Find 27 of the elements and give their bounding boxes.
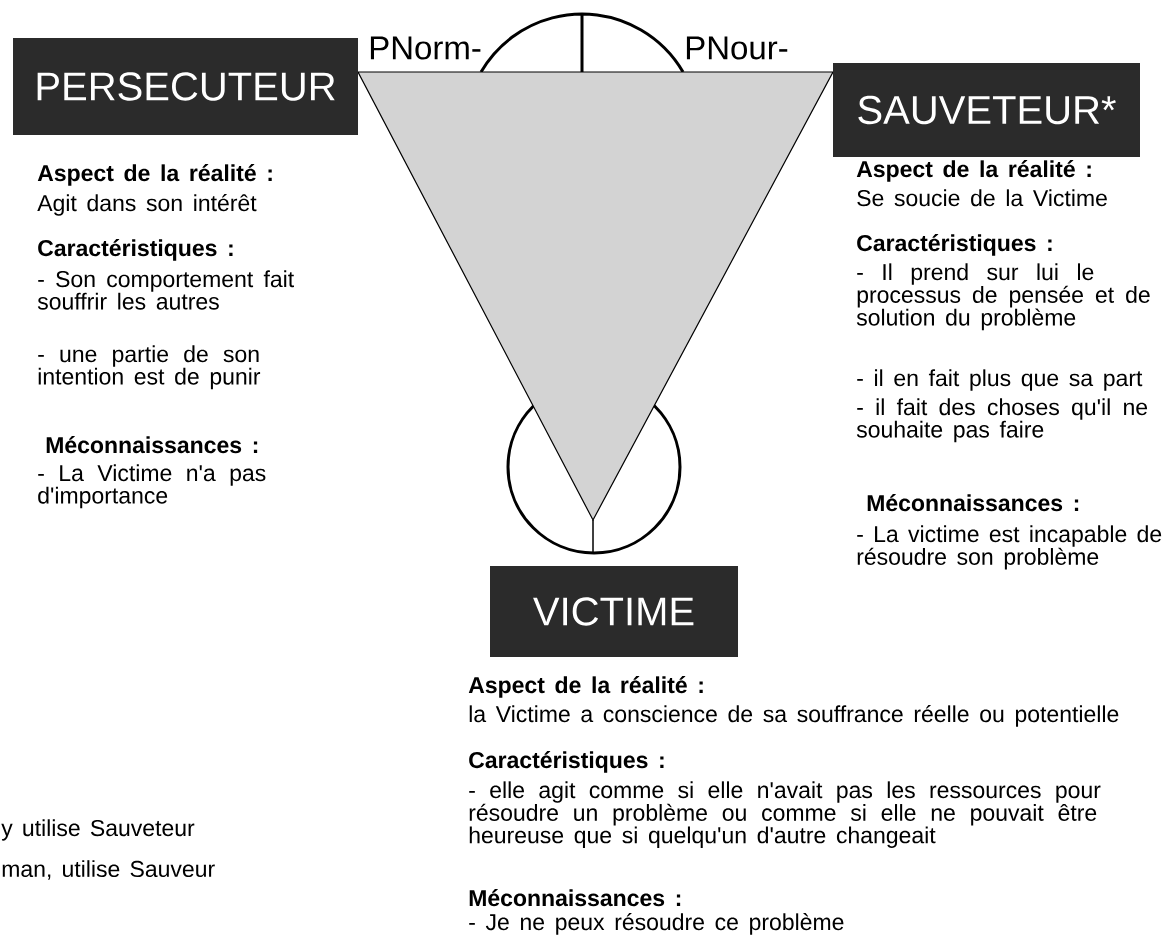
arc-label: PNour- (686, 36, 788, 60)
role-title-box: SAUVETEUR* (833, 63, 1140, 157)
description-text: - il fait des choses qu'il ne souhaite pas faire (856, 398, 1148, 443)
description-text: Se soucie de la Victime (857, 189, 1107, 207)
section-heading: Aspect de la réalité : (856, 160, 1091, 182)
description-text: Agit dans son intérêt (37, 194, 257, 216)
description-text: - une partie de son intention est de punir (38, 345, 261, 390)
description-text: - Il prend sur lui le processus de pensée et de solution du problème (856, 263, 1150, 331)
footnote-text: man, utilise Sauveur (2, 860, 215, 880)
section-heading: Méconnaissances : (46, 436, 258, 454)
role-title-box: VICTIME (490, 566, 738, 657)
footnote-text: y utilise Sauveteur (1, 819, 195, 841)
section-heading: Méconnaissances : (867, 494, 1079, 512)
description-text: - elle agit comme si elle n'avait pas les ressources pour résoudre un problème ou comme si elle ne pouvait être heureuse que si quelqu'un d'autre changeait (469, 781, 1101, 848)
section-heading: Caractéristiques : (38, 239, 233, 261)
description-text: - Je ne peux résoudre ce problème (469, 913, 844, 935)
description-text: la Victime a conscience de sa souffrance réelle ou potentielle (469, 705, 1119, 727)
description-text: - La victime est incapable de résoudre son problème (857, 525, 1162, 570)
section-heading: Aspect de la réalité : (37, 164, 272, 186)
section-heading: Caractéristiques : (469, 751, 664, 773)
role-title-box: PERSECUTEUR (13, 38, 358, 135)
section-heading: Caractéristiques : (857, 234, 1052, 256)
section-heading: Méconnaissances : (469, 889, 681, 907)
description-text: - il en fait plus que sa part (857, 369, 1143, 391)
description-text: - La Victime n'a pas d'importance (38, 464, 266, 509)
description-text: - Son comportement fait souffrir les autres (37, 270, 294, 310)
section-heading: Aspect de la réalité : (468, 676, 703, 698)
